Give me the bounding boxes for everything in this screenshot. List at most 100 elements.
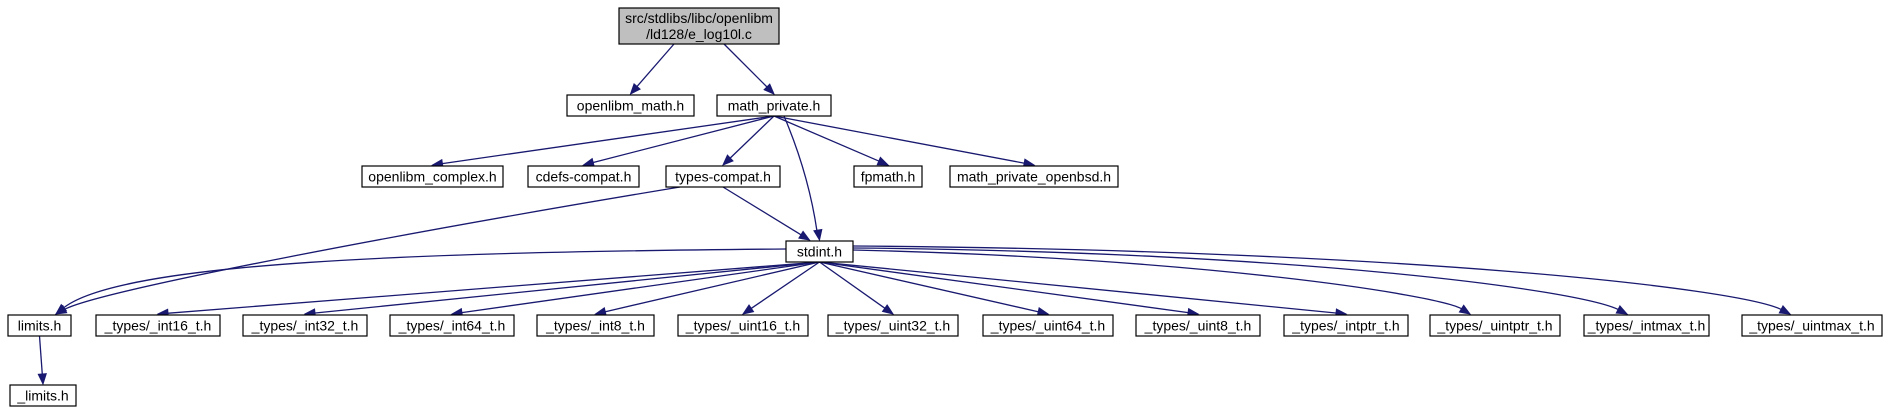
- node-openlibm-complex[interactable]: openlibm_complex.h: [361, 165, 504, 188]
- edge-line: [783, 115, 818, 232]
- edges-layer: [37, 43, 1792, 386]
- node-box: [361, 165, 504, 188]
- arrowhead: [881, 304, 895, 315]
- arrowhead: [741, 304, 755, 315]
- node-label: _types/_intmax_t.h: [1587, 318, 1706, 334]
- node-label: openlibm_complex.h: [368, 169, 496, 185]
- node-box: [1429, 314, 1561, 337]
- edge-line: [819, 261, 1338, 314]
- edge-math-private-to-fpmath: [773, 115, 890, 166]
- node-box: [1583, 314, 1710, 337]
- node-label: src/stdlibs/libc/openlibm: [625, 10, 773, 26]
- arrowhead: [763, 83, 775, 95]
- node-label: openlibm_math.h: [577, 98, 684, 114]
- edge-line: [819, 261, 1190, 314]
- arrowhead: [629, 82, 641, 96]
- node-intmax[interactable]: _types/_intmax_t.h: [1583, 314, 1710, 337]
- node-label: stdint.h: [797, 244, 842, 260]
- node-box: [95, 314, 221, 337]
- arrowhead: [54, 303, 68, 315]
- edge-line: [723, 43, 769, 89]
- node-types-compat[interactable]: types-compat.h: [665, 165, 781, 188]
- arrowhead: [798, 230, 811, 241]
- node-fpmath[interactable]: fpmath.h: [853, 165, 923, 188]
- node-label: _types/_int8_t.h: [545, 318, 645, 334]
- arrowhead: [813, 228, 823, 242]
- arrowhead: [722, 154, 734, 166]
- node-label: fpmath.h: [861, 169, 915, 185]
- edge-limits-to--limits: [37, 335, 47, 386]
- node-math-private-openbsd[interactable]: math_private_openbsd.h: [949, 165, 1119, 188]
- edge-math-private-to-math-private-openbsd: [773, 115, 1036, 168]
- edge-stdint-to-uint16: [741, 261, 820, 315]
- edge-root-to-math-private: [723, 43, 775, 95]
- node-int32[interactable]: _types/_int32_t.h: [242, 314, 368, 337]
- node-label: cdefs-compat.h: [536, 169, 632, 185]
- node-cdefs-compat[interactable]: cdefs-compat.h: [527, 165, 640, 188]
- node-label: types-compat.h: [675, 169, 771, 185]
- edge-line: [604, 261, 820, 313]
- node-box: [665, 165, 781, 188]
- node-box: [949, 165, 1119, 188]
- node-int64[interactable]: _types/_int64_t.h: [389, 314, 515, 337]
- node-openlibm-math[interactable]: openlibm_math.h: [566, 94, 695, 117]
- node-math-private[interactable]: math_private.h: [716, 94, 832, 117]
- edge-line: [62, 248, 787, 309]
- edge-line: [852, 249, 1463, 310]
- node-int16[interactable]: _types/_int16_t.h: [95, 314, 221, 337]
- node-uint64[interactable]: _types/_uint64_t.h: [982, 314, 1114, 337]
- edge-stdint-to-intmax: [852, 247, 1629, 315]
- node-int8[interactable]: _types/_int8_t.h: [536, 314, 655, 337]
- edge-stdint-to-limits: [54, 248, 787, 315]
- node-label: math_private_openbsd.h: [957, 169, 1111, 185]
- node-box: [1741, 314, 1883, 337]
- edge-stdint-to-uint8: [819, 261, 1200, 318]
- node-box: [785, 240, 854, 263]
- arrowhead: [1778, 304, 1792, 315]
- node-box: [853, 165, 923, 188]
- arrowhead: [1458, 304, 1472, 315]
- edge-line: [722, 186, 803, 236]
- node-uintptr[interactable]: _types/_uintptr_t.h: [1429, 314, 1561, 337]
- edge-line: [166, 261, 820, 314]
- node-limits[interactable]: limits.h: [7, 314, 72, 337]
- node-label: _types/_uint64_t.h: [990, 318, 1105, 334]
- edge-stdint-to-uintmax: [852, 245, 1792, 315]
- edge-line: [729, 115, 775, 160]
- node-uintmax[interactable]: _types/_uintmax_t.h: [1741, 314, 1883, 337]
- edge-stdint-to-int64: [450, 261, 820, 318]
- edge-math-private-to-types-compat: [722, 115, 775, 166]
- node-uint32[interactable]: _types/_uint32_t.h: [827, 314, 959, 337]
- edge-line: [441, 115, 775, 165]
- edge-types-compat-to-stdint: [722, 186, 811, 241]
- nodes-layer: src/stdlibs/libc/openlibm/ld128/e_log10l…: [7, 7, 1883, 407]
- node-box: [536, 314, 655, 337]
- node-stdint[interactable]: stdint.h: [785, 240, 854, 263]
- edge-line: [819, 261, 1040, 313]
- node-intptr[interactable]: _types/_intptr_t.h: [1283, 314, 1409, 337]
- edge-line: [819, 261, 887, 310]
- node-box: [982, 314, 1114, 337]
- node-label: _types/_uintptr_t.h: [1436, 318, 1552, 334]
- node-box: [9, 384, 77, 407]
- edge-line: [750, 261, 820, 310]
- node--limits[interactable]: _limits.h: [9, 384, 77, 407]
- node-uint16[interactable]: _types/_uint16_t.h: [677, 314, 809, 337]
- edge-math-private-to-cdefs-compat: [582, 115, 775, 167]
- node-box: [242, 314, 368, 337]
- arrowhead: [582, 157, 595, 167]
- node-uint8[interactable]: _types/_uint8_t.h: [1135, 314, 1261, 337]
- node-box: [527, 165, 640, 188]
- edge-math-private-to-stdint: [783, 115, 823, 242]
- node-box: [716, 94, 832, 117]
- node-label: _limits.h: [16, 388, 68, 404]
- edge-line: [773, 115, 1026, 164]
- edge-stdint-to-intptr: [819, 261, 1348, 318]
- arrowhead: [876, 156, 890, 166]
- node-label: _types/_int64_t.h: [398, 318, 506, 334]
- node-box: [389, 314, 515, 337]
- node-box: [827, 314, 959, 337]
- edge-line: [313, 261, 820, 314]
- node-box: [618, 7, 780, 45]
- node-label: _types/_uint8_t.h: [1144, 318, 1252, 334]
